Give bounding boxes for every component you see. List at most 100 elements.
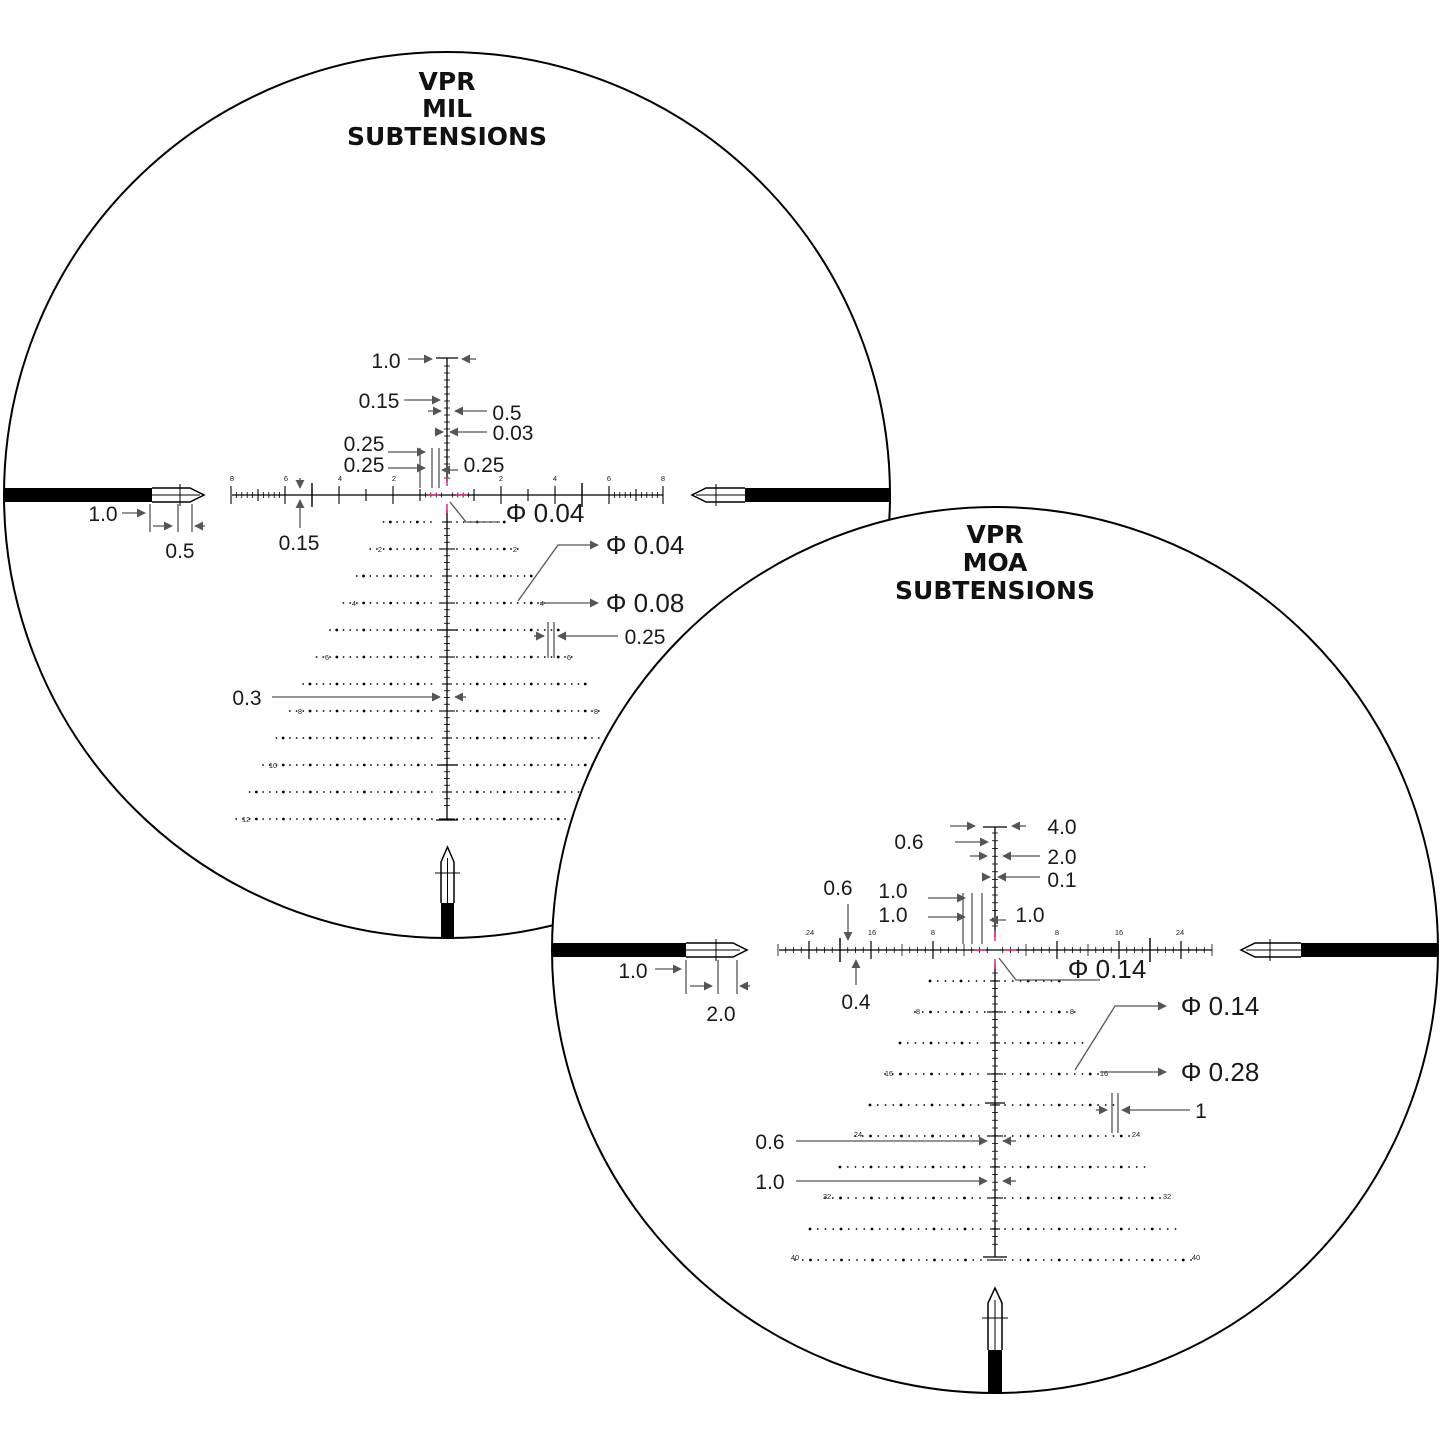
stadia-dot: [550, 683, 553, 685]
stadia-dot: [423, 683, 426, 685]
stadia-dot: [1104, 1259, 1107, 1261]
moa-vertical-ticks: [985, 832, 1005, 1261]
stadia-dot: [502, 547, 506, 551]
stadia-dot: [489, 710, 492, 712]
stadia-dot: [537, 818, 539, 820]
stadia-dot: [962, 1165, 966, 1169]
stadia-dot: [523, 791, 526, 793]
stadia-dot: [410, 791, 413, 793]
stadia-dot: [906, 1042, 909, 1044]
mil-label-post-tip: 0.5: [165, 540, 194, 563]
stadia-dot: [483, 548, 485, 550]
stadia-dot: [976, 1011, 978, 1013]
stadia-dot: [342, 629, 345, 631]
stadia-dot: [462, 764, 465, 766]
stadia-dot: [901, 1196, 904, 1200]
mil-label-gap-b: 0.25: [344, 454, 385, 477]
stadia-dot: [377, 818, 379, 820]
stadia-dot: [939, 1166, 942, 1168]
stadia-dot: [1035, 1073, 1037, 1075]
mil-label-gap-c: 0.25: [464, 454, 505, 477]
stadia-dot: [556, 709, 560, 713]
stadia-dot: [1104, 1135, 1107, 1137]
stadia-dot: [496, 791, 499, 793]
stadia-dot: [456, 710, 458, 712]
stadia-dot: [389, 790, 393, 794]
mil-title-line-3: SUBTENSIONS: [347, 122, 547, 151]
stadia-dot: [483, 656, 485, 658]
stadia-dot: [1035, 1011, 1037, 1013]
stadia-dot: [302, 683, 305, 685]
stadia-dot: [523, 683, 526, 685]
stadia-dot: [396, 629, 399, 631]
stadia-dot: [1019, 1104, 1022, 1106]
moa-stadia-number: 24: [854, 1130, 862, 1139]
stadia-dot: [550, 656, 553, 658]
stadia-dot: [922, 1073, 925, 1075]
stadia-dot: [1042, 1073, 1045, 1075]
stadia-dot: [1073, 1104, 1076, 1106]
moa-label-top-width: 4.0: [1047, 816, 1076, 839]
stadia-dot: [396, 575, 399, 577]
stadia-dot: [308, 763, 312, 767]
stadia-dot: [430, 575, 432, 577]
stadia-dot: [570, 683, 573, 685]
stadia-dot: [1066, 1259, 1068, 1261]
stadia-dot: [1150, 1258, 1154, 1262]
stadia-dot: [397, 764, 399, 766]
stadia-dot: [523, 656, 526, 658]
stadia-dot: [329, 764, 332, 766]
stadia-dot: [389, 655, 393, 659]
stadia-dot: [1073, 1011, 1076, 1013]
stadia-dot: [383, 629, 385, 631]
stadia-dot: [550, 764, 553, 766]
moa-stadia-number: 40: [791, 1253, 799, 1262]
stadia-dot: [302, 818, 305, 820]
stadia-dot: [349, 602, 352, 604]
stadia-dot: [862, 1197, 865, 1199]
stadia-dot: [496, 629, 499, 631]
stadia-dot: [1042, 1042, 1045, 1044]
mil-vertical-ticks: [437, 365, 457, 820]
stadia-dot: [1097, 1135, 1099, 1137]
stadia-dot: [871, 1258, 874, 1262]
stadia-dot: [570, 656, 573, 658]
stadia-dot: [423, 575, 426, 577]
stadia-dot: [937, 1011, 940, 1013]
stadia-dot: [1011, 1073, 1014, 1075]
stadia-dot: [863, 1259, 866, 1261]
stadia-dot: [409, 521, 412, 523]
stadia-dot: [1097, 1166, 1099, 1168]
stadia-dot: [838, 1165, 842, 1169]
stadia-dot: [961, 1072, 964, 1076]
stadia-dot: [489, 818, 492, 820]
stadia-dot: [329, 710, 332, 712]
moa-label-mini-tick: 0.1: [1047, 869, 1076, 892]
stadia-dot: [424, 764, 426, 766]
stadia-dot: [543, 764, 546, 766]
stadia-dot: [335, 763, 339, 767]
mil-label-post-width: 0.5: [492, 402, 521, 425]
stadia-dot: [1019, 1042, 1022, 1044]
stadia-dot: [1128, 1166, 1130, 1168]
stadia-dot: [583, 736, 587, 740]
stadia-dot: [502, 601, 506, 605]
stadia-dot: [510, 602, 512, 604]
stadia-dot: [556, 763, 560, 767]
stadia-dot: [462, 602, 465, 604]
stadia-dot: [1019, 1135, 1022, 1137]
stadia-dot: [430, 548, 432, 550]
stadia-dot: [1042, 1197, 1045, 1199]
stadia-dot: [410, 764, 413, 766]
stadia-dot: [462, 683, 465, 685]
stadia-dot: [917, 1197, 919, 1199]
mil-label-mini-tick: 0.03: [493, 422, 534, 445]
stadia-dot: [254, 790, 258, 794]
mil-h-number: 4: [553, 474, 557, 483]
stadia-dot: [564, 764, 566, 766]
stadia-dot: [839, 1196, 842, 1200]
stadia-dot: [496, 602, 499, 604]
stadia-dot: [316, 818, 319, 820]
stadia-dot: [409, 548, 412, 550]
stadia-dot: [462, 737, 465, 739]
